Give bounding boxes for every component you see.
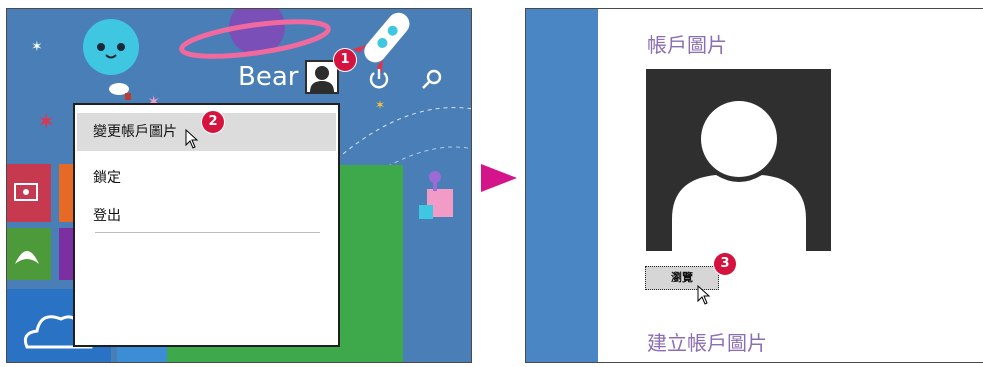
svg-text:✶: ✶ <box>37 110 55 135</box>
settings-side-strip <box>526 9 598 362</box>
menu-item-sign-out[interactable]: 登出 <box>93 208 121 224</box>
heading-create-account-picture: 建立帳戶圖片 <box>647 331 767 355</box>
xbox-icon <box>15 251 39 264</box>
heading-account-picture: 帳戶圖片 <box>647 33 727 57</box>
step-badge-2: 2 <box>201 110 225 134</box>
tile-games[interactable] <box>7 228 51 280</box>
account-picture-settings: 帳戶圖片 瀏覽 3 建立帳戶圖片 <box>525 8 983 363</box>
tile-video[interactable] <box>7 164 51 222</box>
start-background-illustration: ✶ ✶ ✶ ✶ <box>31 9 471 219</box>
account-avatar-button[interactable] <box>305 60 339 94</box>
step-badge-1: 1 <box>333 48 357 72</box>
cursor-icon <box>697 285 711 305</box>
transition-arrow <box>481 164 517 192</box>
menu-item-lock[interactable]: 鎖定 <box>93 170 121 186</box>
username-label: Bear <box>238 62 299 92</box>
menu-separator <box>95 232 320 233</box>
user-icon <box>310 66 334 92</box>
power-icon[interactable] <box>367 67 391 91</box>
account-context-menu: 變更帳戶圖片 鎖定 登出 <box>73 103 340 347</box>
svg-text:✶: ✶ <box>375 98 385 112</box>
video-icon <box>14 183 38 201</box>
svg-text:✶: ✶ <box>31 39 43 55</box>
search-icon[interactable] <box>420 67 444 91</box>
tile-camera[interactable] <box>59 228 75 280</box>
step-badge-3: 3 <box>713 252 737 276</box>
account-picture-preview <box>646 69 831 251</box>
tile-music[interactable] <box>59 164 75 222</box>
browse-button[interactable]: 瀏覽 <box>645 266 719 290</box>
user-icon <box>672 101 806 251</box>
cursor-icon <box>185 129 199 149</box>
start-screen: ✶ ✶ ✶ ✶ <box>6 8 472 363</box>
